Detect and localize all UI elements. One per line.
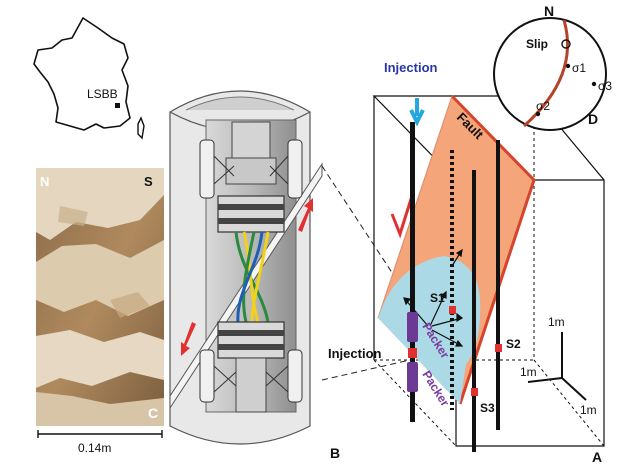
tool-anchors xyxy=(199,139,303,403)
sigma2-label: σ2 xyxy=(536,99,550,113)
core-scale-label: 0.14m xyxy=(78,441,111,455)
pressurized-zone xyxy=(378,256,481,404)
scale-axes xyxy=(527,332,587,401)
panel-a-label: A xyxy=(592,449,602,465)
core-photo: N S C 0.14m xyxy=(36,168,164,455)
injection-borehole xyxy=(410,122,415,422)
scale-label-depth: 1m xyxy=(580,403,597,417)
sigma3-label: σ3 xyxy=(598,79,612,93)
corsica-outline xyxy=(137,116,145,140)
site-marker xyxy=(115,103,120,108)
borehole-s1 xyxy=(450,150,454,410)
panel-c-label: C xyxy=(148,405,158,421)
slip-point xyxy=(561,39,571,49)
fault-great-circle xyxy=(523,19,569,128)
site-label: LSBB xyxy=(87,87,118,101)
injection-side-label: Injection xyxy=(328,346,382,361)
slip-label: Slip xyxy=(526,37,548,51)
pressure-arrows xyxy=(403,248,464,347)
sensor-s1 xyxy=(449,306,456,314)
injection-interval xyxy=(408,348,417,358)
sensor-label-s1: S1 xyxy=(430,291,445,305)
sensor-s2 xyxy=(495,344,502,352)
packer-upper xyxy=(407,312,418,342)
sensor-label-s2: S2 xyxy=(506,337,521,351)
sigma1-label: σ1 xyxy=(572,61,586,75)
slip-arrow-lower xyxy=(181,322,196,356)
tool-hoses xyxy=(234,231,270,323)
core-north-label: N xyxy=(40,174,49,189)
sigma2-point xyxy=(535,111,541,117)
france-outline-icon xyxy=(33,17,131,131)
slip-arrow-upper xyxy=(298,198,313,232)
panel-b-label: B xyxy=(330,445,340,461)
core-south-label: S xyxy=(144,174,153,189)
stereonet-north-label: N xyxy=(544,3,554,19)
projection-line-bottom xyxy=(321,359,411,381)
packer-lower xyxy=(407,362,418,392)
france-map: LSBB xyxy=(33,17,145,140)
sensor-s3 xyxy=(471,388,478,396)
panel-d-label: D xyxy=(588,111,598,127)
borehole-tool-cutaway: B xyxy=(169,90,340,461)
injection-arrow-icon xyxy=(409,98,425,127)
sensor-label-s3: S3 xyxy=(480,401,495,415)
stereonet: N Slip σ1 σ2 σ3 D xyxy=(493,3,612,131)
borehole-s2 xyxy=(496,140,500,430)
scale-label-horizontal: 1m xyxy=(520,365,537,379)
sigma1-point xyxy=(565,63,571,69)
borehole-s3 xyxy=(472,170,476,452)
injection-top-label: Injection xyxy=(384,60,438,75)
slip-marker-icon xyxy=(390,195,414,239)
scale-label-vertical: 1m xyxy=(548,315,565,329)
sigma3-point xyxy=(591,81,597,87)
